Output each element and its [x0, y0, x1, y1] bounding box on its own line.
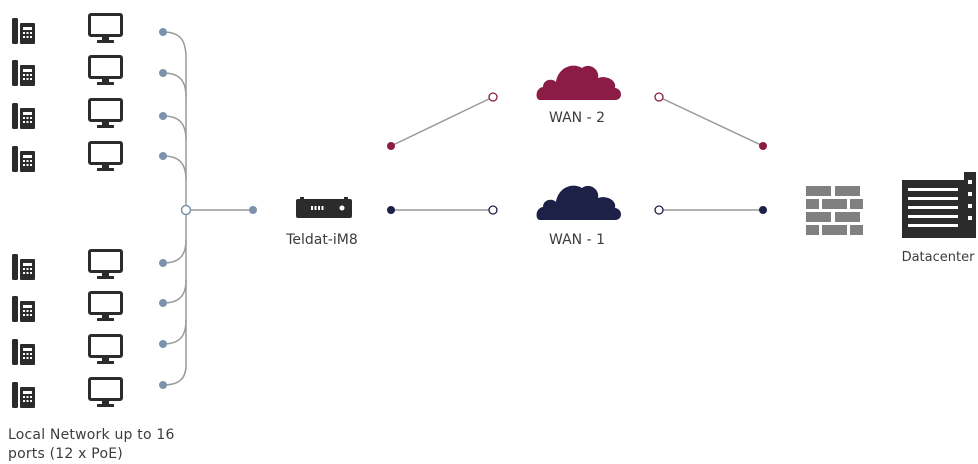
desk-phone-icon: [12, 382, 35, 408]
wan2-label: WAN - 2: [549, 110, 605, 126]
lan-hub-node: [180, 204, 192, 216]
lan-bus: [162, 31, 253, 386]
desk-phone-icon: [12, 339, 35, 365]
desk-phone-icon: [12, 254, 35, 280]
desk-phone-icon: [12, 146, 35, 172]
desk-phone-icon: [12, 103, 35, 129]
monitor-icon: [88, 141, 123, 173]
wan1-link: [387, 205, 767, 215]
monitor-icon: [88, 98, 123, 130]
wan1-label: WAN - 1: [549, 232, 605, 248]
monitor-icon: [88, 55, 123, 87]
wan1-cloud-icon: [536, 185, 621, 220]
monitor-icon: [88, 377, 123, 409]
wan2-cloud-icon: [536, 65, 621, 100]
datacenter-label: Datacenter: [901, 250, 975, 265]
wan2-link: [387, 92, 767, 150]
router-icon: [296, 197, 352, 218]
monitor-icon: [88, 13, 123, 45]
monitor-icon: [88, 249, 123, 281]
desk-phone-icon: [12, 296, 35, 322]
lan-devices: [12, 13, 123, 409]
firewall-icon: [806, 186, 863, 235]
server-building-icon: [902, 172, 976, 238]
desk-phone-icon: [12, 60, 35, 86]
lan-port-dots: [159, 28, 257, 389]
local-network-label: Local Network up to 16 ports (12 x PoE): [8, 427, 175, 462]
monitor-icon: [88, 334, 123, 366]
monitor-icon: [88, 291, 123, 323]
router-label: Teldat-iM8: [286, 232, 358, 248]
desk-phone-icon: [12, 18, 35, 44]
